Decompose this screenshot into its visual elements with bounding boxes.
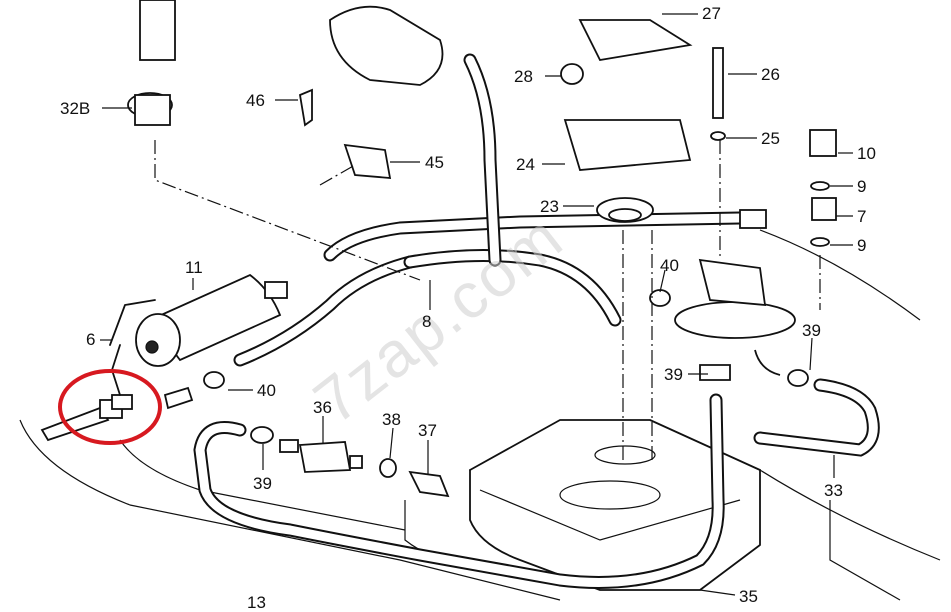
highlighted-fitting	[40, 369, 133, 442]
callout-24: 24	[516, 155, 535, 174]
callout-35: 35	[739, 587, 758, 606]
callout-27: 27	[702, 4, 721, 23]
filter-and-fittings	[163, 289, 809, 498]
callout-28: 28	[514, 67, 533, 86]
fuel-pump	[109, 273, 288, 371]
callout-39-mid: 39	[664, 365, 683, 384]
callout-37: 37	[418, 421, 437, 440]
callout-9-bottom: 9	[857, 236, 867, 255]
leader-lines	[100, 13, 853, 596]
callout-46: 46	[246, 91, 265, 110]
callout-9-top: 9	[857, 177, 867, 196]
sender-unit	[674, 258, 796, 381]
callout-39-left: 39	[253, 474, 272, 493]
callout-26: 26	[761, 65, 780, 84]
fuel-tank	[19, 229, 941, 601]
callout-36: 36	[313, 398, 332, 417]
filler-neck	[127, 0, 837, 247]
callout-6: 6	[86, 330, 96, 349]
callout-7: 7	[857, 207, 867, 226]
callout-40-left: 40	[257, 381, 276, 400]
callout-40-top: 40	[660, 256, 679, 275]
callout-39-right: 39	[802, 321, 821, 340]
callout-33: 33	[824, 481, 843, 500]
fuel-hoses	[193, 53, 880, 589]
callout-23: 23	[540, 197, 559, 216]
callout-11: 11	[185, 258, 203, 277]
callout-10: 10	[857, 144, 876, 163]
callout-25: 25	[761, 129, 780, 148]
callout-45: 45	[425, 153, 444, 172]
callout-38: 38	[382, 410, 401, 429]
callout-32b: 32B	[60, 99, 91, 118]
callout-8: 8	[422, 312, 432, 331]
highlight-circle	[58, 369, 162, 445]
callout-13: 13	[247, 593, 266, 612]
